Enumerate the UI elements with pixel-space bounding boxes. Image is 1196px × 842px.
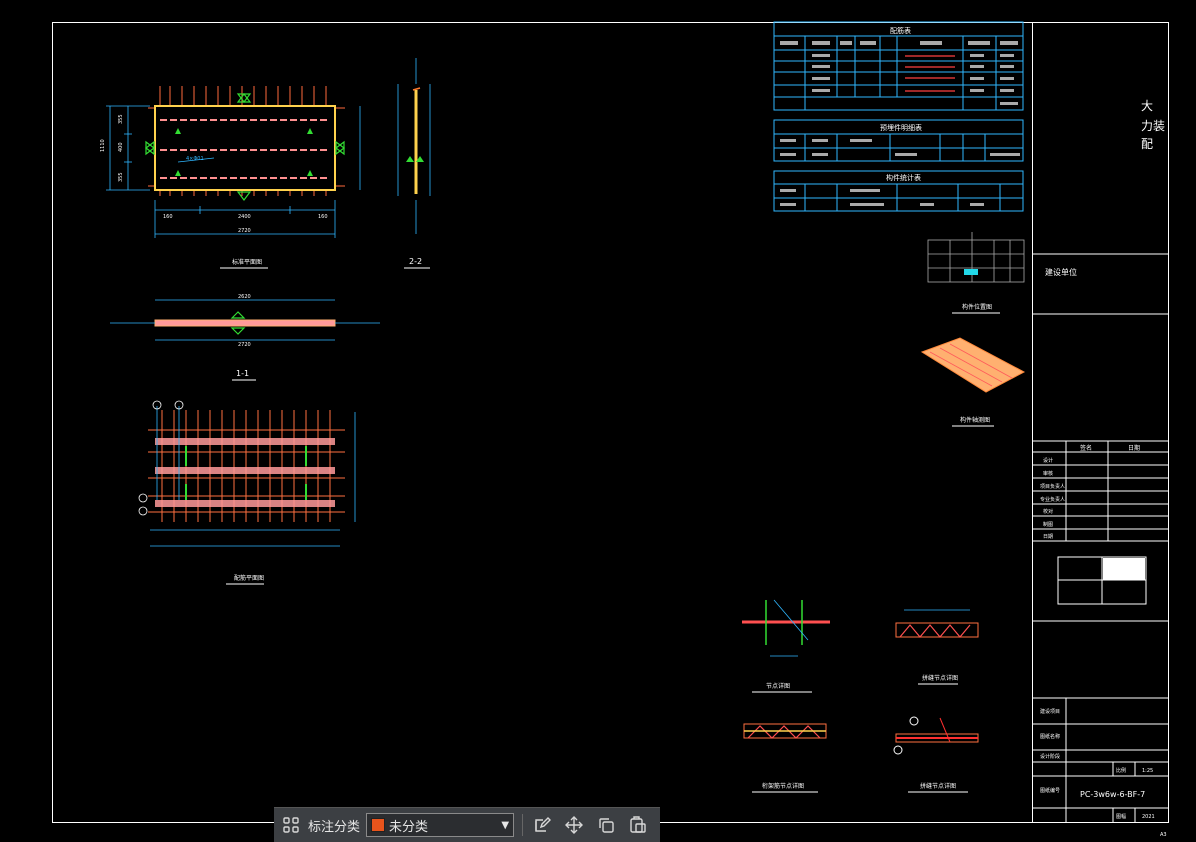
node-detail-4 [893,716,979,755]
table-cell-marks [780,41,1020,206]
node-detail-2 [895,609,979,638]
toolbar-separator [522,814,524,836]
dim-h-mid: 400 [118,142,124,152]
tb-sheet-label: 图幅 [1116,813,1126,820]
section-11: 2620 2720 1-1 [110,294,380,381]
title-block [1032,253,1168,822]
tb-stage: 设计阶段 [1040,753,1060,760]
reinf-plan: 配筋平面图 [138,400,356,585]
node-detail-1 [742,599,830,657]
company-char-2: 力装 [1141,119,1165,133]
rebar-table [773,21,1024,111]
tb-drawing-name: 图纸名称 [1040,733,1060,740]
reinf-truss-bands [155,438,335,507]
tb-row-3: 项目负责人 [1040,483,1065,490]
category-color-swatch [371,818,386,832]
sheet-size-indicator [1103,558,1145,580]
dim-h-top: 355 [118,114,124,124]
tb-row-7: 日期 [1043,534,1053,540]
axon-title: 构件轴测图 [960,416,990,424]
node-detail-3 [743,723,827,739]
section-22: 2-2 [397,58,431,269]
sec-total: 2720 [238,342,251,348]
tb-row-2: 审核 [1043,470,1053,477]
dim-right-off: 160 [318,214,328,220]
axon-view [920,337,1026,393]
embed-table-title: 预埋件明细表 [880,123,922,132]
reinf-horizontal-bars [148,429,345,513]
tb-project-name: 建设项目 [1040,708,1060,715]
sheet-size: A3 [1160,832,1167,838]
reinf-callouts [138,400,184,516]
tb-row-5: 校对 [1043,508,1053,515]
drawing-number: PC-3w6w-6-BF-7 [1080,790,1145,799]
tb-scale-label: 比例 [1116,767,1126,774]
plan-truss-lines [160,119,330,179]
category-select-value: 未分类 [389,819,429,835]
section-11-title: 1-1 [236,369,249,378]
dim-h-bot: 355 [118,172,124,182]
position-highlight [964,269,978,275]
dim-inner-w: 2400 [238,214,251,220]
project-label: 建设单位 [1045,267,1077,277]
embed-table [773,119,1024,162]
reinf-title: 配筋平面图 [234,574,264,582]
edit-icon[interactable] [531,814,553,836]
chevron-down-icon: ▼ [501,819,510,831]
stats-table [773,170,1024,212]
plan-callout: 4×Φ01 [186,156,204,162]
rebar-table-shapes [905,55,955,92]
position-title: 构件位置图 [962,303,992,311]
dim-h-total: 1110 [100,139,106,152]
tb-drawing-no: 图纸编号 [1040,787,1060,794]
sec-inner: 2620 [238,294,251,300]
title-block-text: 大 力装 配 建设单位 签名 日期 设计 审核 项目负责人 专业负责人 校对 制… [1040,99,1167,838]
annotation-toolbar: 标注分类 未分类 ▼ [274,807,660,842]
grid-menu-icon[interactable] [280,814,302,836]
plan-lift-points [175,128,313,176]
reinf-dims [150,406,356,547]
plan-dims [106,105,361,238]
node1-title: 节点详图 [766,682,790,690]
annotation-category-select[interactable]: 未分类 ▼ [366,813,515,837]
move-icon[interactable] [563,814,585,836]
node3-title: 桁架筋节点详图 [762,782,804,790]
dim-total-w: 2720 [238,228,251,234]
paste-icon[interactable] [627,814,649,836]
plan-dim-text: 160 2400 160 2720 1110 355 400 355 4×Φ01 [100,114,328,234]
node2-title: 拼缝节点详图 [922,674,958,682]
copy-icon[interactable] [595,814,617,836]
tb-row-1: 设计 [1043,457,1053,464]
company-char-1: 大 [1141,99,1153,113]
reinf-green-marks [185,446,307,500]
tb-row-4: 专业负责人 [1040,496,1065,503]
tb-col-a: 签名 [1080,444,1092,452]
dim-left-off: 160 [163,214,173,220]
rebar-table-title: 配筋表 [890,26,911,35]
section-22-title: 2-2 [409,257,422,266]
stats-table-title: 构件统计表 [886,173,921,182]
tb-scale-value: 1:25 [1142,768,1153,774]
tb-row-6: 制图 [1043,521,1053,528]
annotation-category-label: 标注分类 [308,819,361,835]
plan-view: 160 2400 160 2720 1110 355 400 355 4×Φ01… [100,86,361,269]
company-char-3: 配 [1141,137,1153,151]
tb-year: 2021 [1142,814,1155,820]
node4-title: 拼缝节点详图 [920,782,956,790]
tb-col-b: 日期 [1128,444,1140,452]
plan-title: 标准平面图 [232,258,262,266]
plan-section-marks [145,93,345,201]
